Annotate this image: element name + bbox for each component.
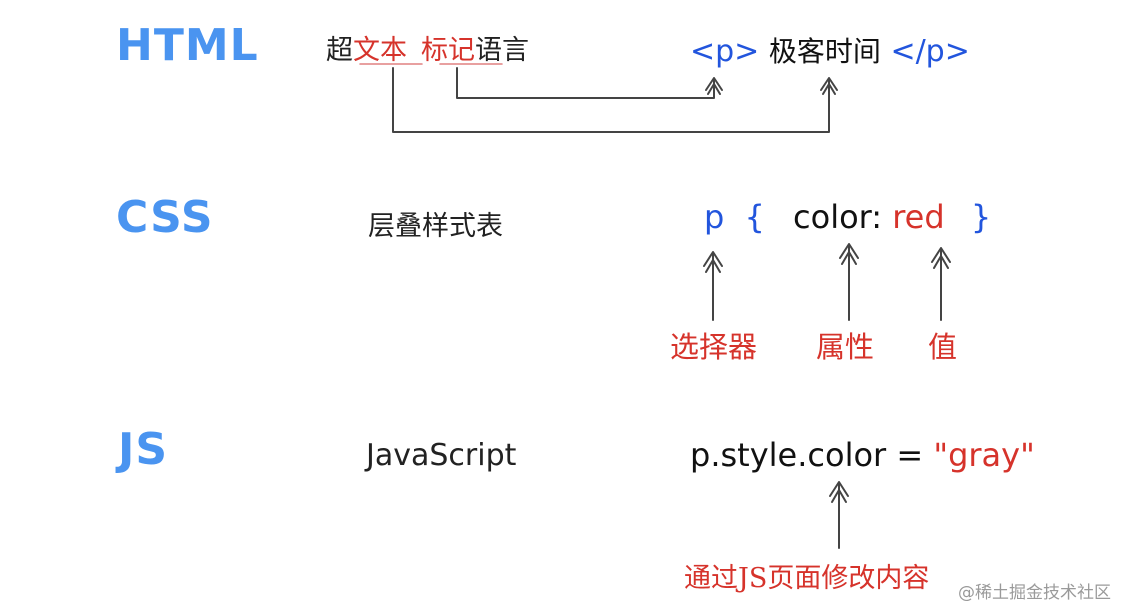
heading-css: CSS: [116, 192, 214, 243]
arrowhead-property: [839, 243, 859, 265]
code-value: red: [892, 198, 945, 236]
label-js-modify-content: 通过JS页面修改内容: [684, 563, 930, 594]
term-part-pre: 超: [326, 35, 353, 66]
connector-text-to-content: [392, 67, 830, 133]
arrowhead-js: [829, 481, 849, 503]
term-cascading-style-sheets: 层叠样式表: [368, 211, 503, 242]
code-selector: p: [704, 198, 725, 236]
heading-html: HTML: [116, 20, 259, 71]
code-js-statement: p.style.color =: [690, 436, 934, 474]
code-close-tag: </p>: [890, 34, 970, 69]
connector-markup-to-tag: [456, 67, 715, 99]
term-hypertext-markup-language: 超文本标记语言: [326, 28, 529, 67]
heading-js: JS: [118, 424, 169, 475]
code-brace-open: {: [744, 198, 765, 236]
code-js-example: p.style.color = "gray": [690, 436, 1035, 474]
code-js-string: "gray": [933, 436, 1035, 474]
code-css-example: p { color: red }: [704, 198, 991, 236]
arrowhead-content: [820, 77, 838, 95]
arrowhead-value: [931, 247, 951, 269]
code-html-example: <p> 极客时间 </p>: [690, 30, 970, 70]
term-part-post: 语言: [475, 35, 529, 66]
arrowhead-selector: [703, 251, 723, 273]
watermark: @稀土掘金技术社区: [958, 583, 1111, 603]
code-brace-close: }: [970, 198, 992, 236]
code-content: 极客时间: [768, 35, 881, 68]
label-property: 属性: [816, 330, 875, 364]
term-part-text: 文本: [353, 35, 407, 66]
label-selector: 选择器: [670, 330, 758, 364]
term-part-markup: 标记: [421, 35, 475, 66]
code-open-tag: <p>: [690, 34, 760, 69]
arrowhead-tag: [705, 77, 723, 95]
term-javascript: JavaScript: [366, 438, 517, 473]
label-value: 值: [928, 330, 958, 364]
code-property: color:: [793, 198, 883, 236]
